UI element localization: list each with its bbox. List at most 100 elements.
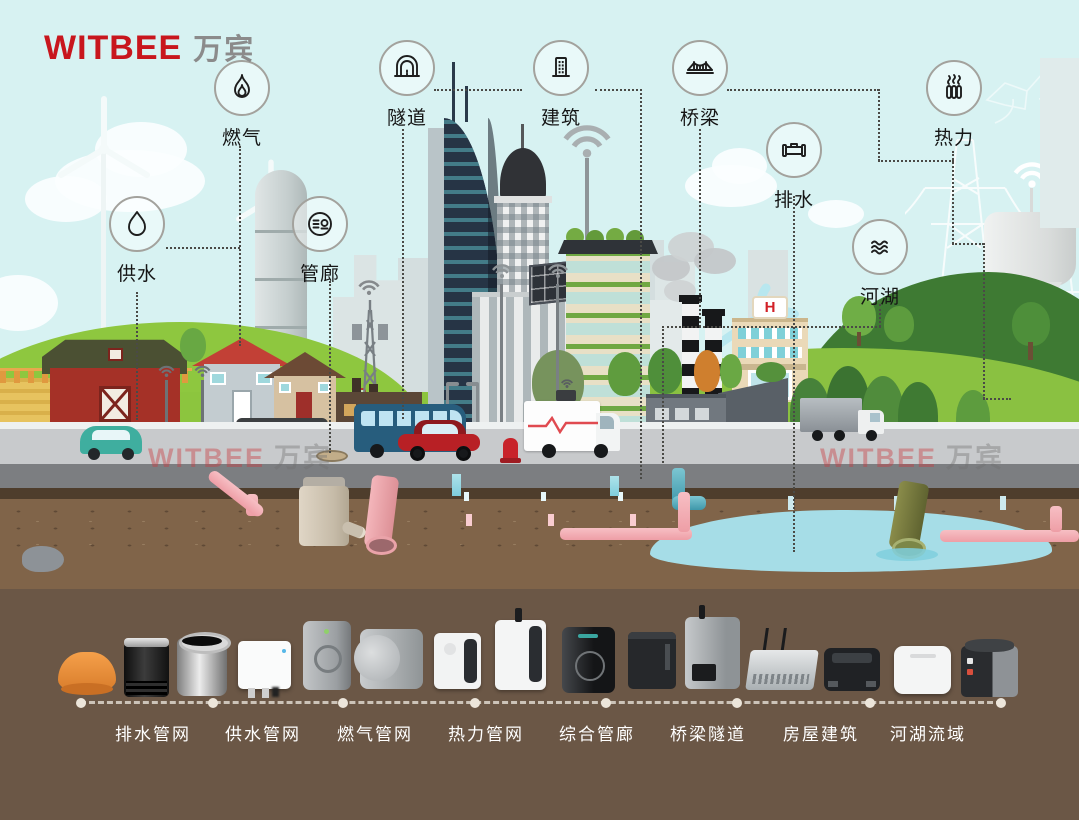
car-red-window — [422, 424, 458, 435]
product-category-label: 房屋建筑 — [783, 725, 859, 744]
monitor-node-label: 供水 — [116, 264, 157, 285]
device-drainage-sensor — [58, 652, 116, 695]
building-icon — [533, 40, 589, 96]
dotted-link — [983, 243, 985, 399]
tree — [842, 296, 876, 336]
product-category-label: 河湖流域 — [890, 725, 966, 744]
tree — [648, 348, 682, 394]
device-drainage-sensor — [124, 638, 169, 697]
monitor-node-heating: 热力 — [894, 60, 1014, 150]
dotted-link — [136, 292, 138, 420]
device-river-sensor — [894, 646, 951, 694]
device-tunnel-sensor — [562, 627, 615, 693]
skyscraper-side — [428, 128, 446, 428]
drain-pipe — [940, 530, 1079, 542]
street-lamp-head — [466, 382, 479, 386]
wifi-icon — [563, 125, 611, 158]
skyscraper-antenna — [452, 62, 455, 122]
ambulance-roof-device — [556, 390, 576, 401]
monitor-node-pipe-gallery: 管廊 — [260, 196, 380, 286]
monitor-node-label: 桥梁 — [679, 108, 720, 129]
product-connector-dots — [76, 698, 86, 708]
dotted-link — [595, 89, 642, 91]
far-building — [1040, 58, 1079, 228]
hospital-windows — [738, 328, 802, 339]
dotted-link — [879, 304, 881, 327]
wifi-icon — [358, 280, 380, 295]
tree — [1012, 302, 1050, 346]
product-category-label: 桥梁隧道 — [670, 725, 746, 744]
wheel — [812, 430, 823, 441]
barn-loft-window — [108, 348, 123, 361]
skyscraper-antenna — [465, 86, 468, 122]
tree — [694, 350, 720, 392]
tree — [720, 354, 742, 388]
vent — [352, 378, 361, 394]
lamp-pole — [500, 284, 503, 428]
wheel — [88, 448, 100, 460]
vent — [369, 384, 378, 394]
device-building-sensor — [824, 648, 880, 691]
outfall-splash — [876, 548, 938, 561]
device-bridge-sensor — [628, 632, 676, 689]
utility-tunnel-icon — [292, 196, 348, 252]
monitor-node-label: 建筑 — [540, 108, 581, 129]
silo-band — [255, 230, 307, 233]
dotted-link — [662, 326, 664, 463]
lamp-pole — [556, 284, 559, 428]
wheel — [410, 446, 425, 461]
device-gas-sensor — [354, 629, 423, 689]
cloud — [808, 200, 864, 228]
dotted-link — [434, 89, 522, 91]
radiator-icon — [926, 60, 982, 116]
device-river-sensor — [961, 639, 1018, 697]
cloud — [0, 275, 58, 331]
monitor-node-label: 隧道 — [386, 108, 427, 129]
dotted-link — [952, 243, 984, 245]
main-pipe — [688, 496, 1079, 510]
pipe-icon — [766, 122, 822, 178]
wind-turbine-icon — [58, 96, 150, 178]
wheel — [542, 444, 556, 458]
dotted-link — [166, 247, 240, 249]
house-window — [210, 372, 226, 385]
watermark-brand: WITBEE — [820, 443, 937, 473]
product-category-label: 燃气管网 — [337, 725, 413, 744]
dotted-link — [793, 196, 795, 552]
monitor-node-gas: 燃气 — [182, 60, 302, 150]
wifi-icon — [561, 379, 573, 388]
wifi-icon — [194, 365, 211, 377]
tree — [608, 352, 642, 396]
tv-tower-mast — [585, 158, 589, 266]
green-building-roof — [558, 240, 658, 254]
dotted-link — [878, 89, 880, 161]
dotted-link — [699, 129, 701, 327]
device-heating-sensor — [434, 633, 481, 689]
house-window — [279, 382, 291, 393]
tree-trunk — [1028, 342, 1033, 360]
barn-door-cross — [101, 388, 129, 420]
wheel — [456, 446, 471, 461]
drain-pipe — [226, 514, 646, 526]
water-pipe-riser — [610, 476, 619, 496]
dotted-link — [402, 129, 404, 419]
factory-chimney-cap — [679, 295, 702, 302]
device-gas-sensor — [303, 621, 351, 690]
tree — [884, 306, 914, 342]
device-heating-sensor — [495, 608, 546, 690]
product-connector-line — [80, 701, 1002, 704]
house-window — [256, 372, 272, 385]
dotted-link — [983, 398, 1011, 400]
house-door — [296, 392, 312, 424]
wheel — [370, 444, 384, 458]
watermark-brand: WITBEE — [148, 443, 265, 473]
product-category-label: 综合管廊 — [559, 725, 635, 744]
monitor-node-water-supply: 供水 — [77, 196, 197, 286]
drain-pipe-riser — [678, 492, 690, 532]
water-drop-icon — [109, 196, 165, 252]
cistern — [299, 486, 349, 546]
brand-name: WITBEE — [44, 29, 183, 67]
monitor-node-label: 热力 — [933, 128, 974, 149]
